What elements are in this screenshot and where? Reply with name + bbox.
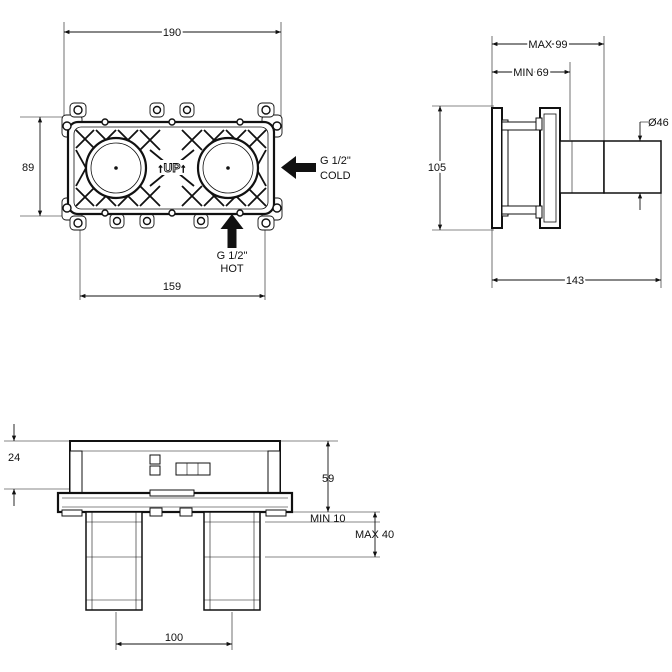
front-view: 190 89 159 (20, 22, 351, 300)
up-marking: ↑UP↑ (158, 161, 187, 175)
cold-inlet-size: G 1/2" (320, 155, 351, 167)
bottom-top-offset-label: 24 (8, 452, 20, 464)
front-bottom-width-label: 159 (163, 281, 181, 293)
bottom-spacing-label: 100 (165, 632, 183, 644)
cold-inlet-label: COLD (320, 170, 351, 182)
side-diameter-label: Ø46 (648, 117, 669, 129)
side-depth-label: 143 (566, 275, 584, 287)
bottom-min-label: MIN 10 (310, 513, 345, 525)
hot-inlet-arrow-icon (220, 214, 244, 248)
lattice-pattern (75, 129, 267, 207)
bottom-view: 24 59 MIN 10 MAX 40 (4, 424, 394, 650)
side-max-label: MAX 99 (528, 39, 567, 51)
hot-inlet-size: G 1/2" (217, 250, 248, 262)
bottom-height-label: 59 (322, 473, 334, 485)
side-height-label: 105 (428, 162, 446, 174)
bottom-max-label: MAX 40 (355, 529, 394, 541)
hot-inlet-label: HOT (220, 263, 244, 275)
front-width-label: 190 (163, 27, 181, 39)
side-view: MAX 99 MIN 69 105 143 Ø46 (425, 36, 669, 289)
side-min-label: MIN 69 (513, 67, 548, 79)
front-height-label: 89 (22, 162, 34, 174)
cold-inlet-arrow-icon (281, 156, 316, 179)
screw-holes (62, 105, 282, 228)
